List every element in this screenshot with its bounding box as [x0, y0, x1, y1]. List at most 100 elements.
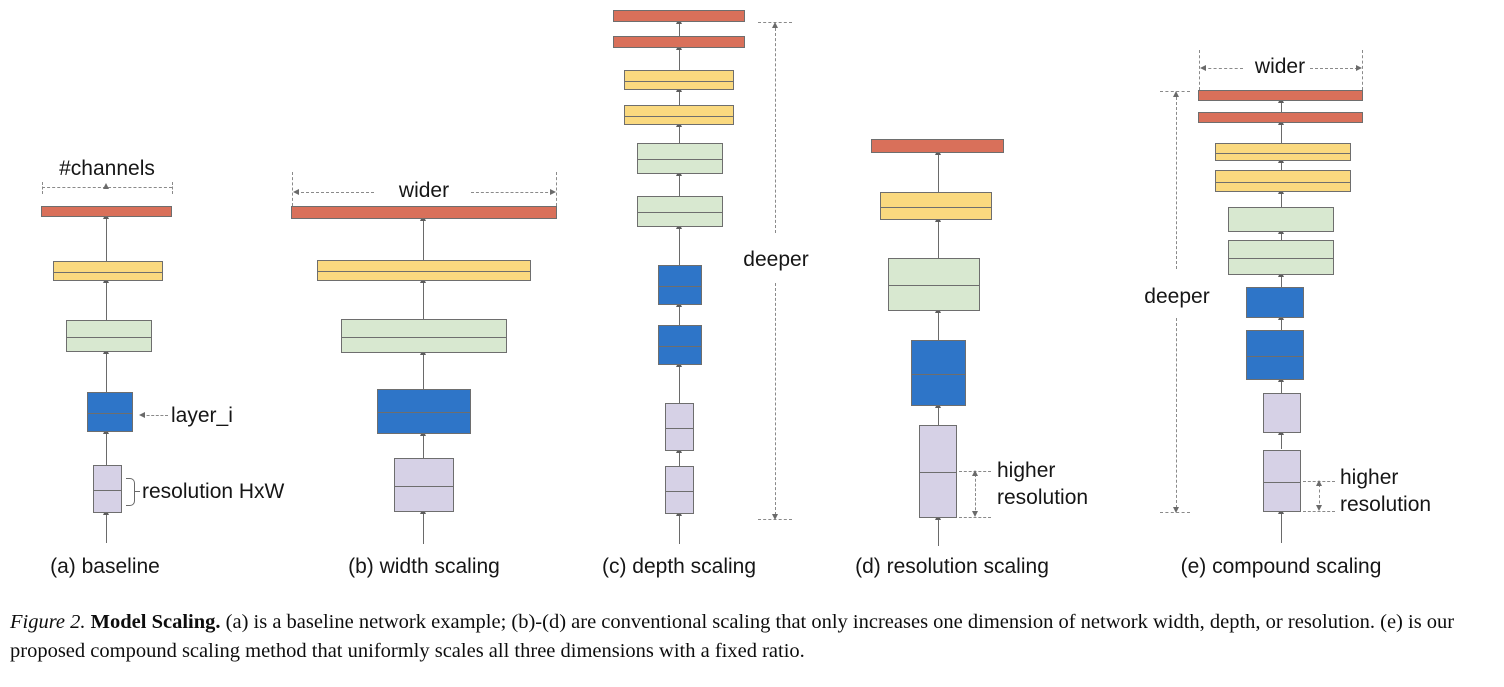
wider-label: wider — [1254, 55, 1306, 78]
layer-i-arrow — [139, 412, 145, 418]
panel-e-layer-blue-block-1 — [1246, 330, 1304, 380]
panel-c-green-block-2 — [637, 143, 723, 174]
connector-purple2-to-blue1 — [1281, 380, 1282, 400]
higher-resolution-label-line1: higher — [997, 459, 1056, 482]
higher-res-line — [975, 474, 976, 515]
panel-a-yellow-block — [53, 261, 163, 281]
connector-blue-to-green — [423, 353, 424, 392]
connector-input-arrow — [106, 513, 107, 543]
panel-e-green-block-1 — [1228, 240, 1334, 275]
panel-d-green-block — [888, 258, 980, 311]
figure-caption-body: (a) is a baseline network example; (b)-(… — [10, 611, 1455, 662]
panel-b-yellow-block — [317, 260, 531, 281]
panel-c-red-block-2 — [613, 10, 745, 22]
connector-input-arrow — [938, 518, 939, 546]
connector-purple1-to-purple2 — [1281, 433, 1282, 449]
panel-c-yellow-block-2 — [624, 70, 734, 90]
panel-b-red-block — [291, 206, 557, 219]
panel-d-input-purple-block — [919, 425, 957, 518]
channels-label: #channels — [59, 157, 155, 180]
higher-res-cap-bottom — [959, 517, 991, 518]
panel-e-red-block-2 — [1198, 90, 1363, 101]
panel-d-red-block — [871, 139, 1004, 153]
wider-arrow-right — [550, 189, 556, 195]
connector-purple-to-blue — [423, 434, 424, 462]
connector-purple-to-blue — [106, 432, 107, 465]
layer-i-label: layer_i — [171, 404, 233, 427]
connector-yellow2-to-red1 — [679, 48, 680, 70]
wider-measure-line-right — [1310, 68, 1358, 69]
connector-yellow-to-red — [938, 153, 939, 196]
connector-yellow-to-red — [106, 217, 107, 261]
panel-a-layer-blue-block — [87, 392, 133, 432]
panel-e-yellow-block-1 — [1215, 170, 1351, 192]
deeper-line-lower — [1176, 318, 1177, 508]
panel-label-d: (d) resolution scaling — [855, 555, 1049, 578]
panel-e-layer-blue-block-2 — [1246, 287, 1304, 318]
deeper-line-lower — [775, 283, 776, 515]
connector-green-to-yellow — [106, 281, 107, 320]
connector-purple2-to-blue1 — [679, 365, 680, 403]
deeper-label: deeper — [1144, 285, 1210, 308]
panel-c-input-purple-block-1 — [665, 466, 694, 514]
resolution-brace — [126, 478, 135, 506]
layer-i-leader-line — [142, 415, 168, 416]
wider-tick-left — [1199, 50, 1200, 90]
panel-b-green-block — [341, 319, 507, 353]
panel-e-input-purple-block-2 — [1263, 393, 1301, 433]
panel-label-a: (a) baseline — [50, 555, 160, 578]
connector-green1-to-green2 — [679, 174, 680, 196]
connector-purple-to-blue — [938, 406, 939, 429]
higher-resolution-label-line2: resolution — [997, 486, 1089, 509]
panel-d-yellow-block — [880, 192, 992, 220]
higher-res-arrow-down — [1316, 505, 1322, 511]
deeper-arrow-up — [1173, 91, 1179, 97]
connector-blue1-to-blue2 — [679, 305, 680, 325]
connector-green-to-yellow — [938, 220, 939, 262]
channels-tick-right — [172, 182, 173, 194]
deeper-line-upper — [1176, 97, 1177, 269]
connector-green1-to-green2 — [1281, 232, 1282, 244]
panel-a-green-block — [66, 320, 152, 352]
panel-c-layer-blue-block-2 — [658, 265, 702, 305]
channels-tick-left — [42, 182, 43, 194]
wider-arrow-left — [293, 189, 299, 195]
wider-measure-line-right — [471, 192, 553, 193]
higher-res-line — [1319, 484, 1320, 509]
figure-number: Figure 2. — [10, 611, 86, 633]
wider-tick-right — [556, 172, 557, 206]
deeper-arrow-up — [772, 22, 778, 28]
connector-red1-to-red2 — [1281, 101, 1282, 114]
deeper-line-upper — [775, 28, 776, 233]
wider-arrow-right — [1356, 65, 1362, 71]
connector-green-to-yellow — [423, 281, 424, 322]
higher-resolution-label-line2: resolution — [1340, 493, 1432, 516]
deeper-arrow-down — [1173, 507, 1179, 513]
wider-tick-left — [292, 172, 293, 206]
deeper-label: deeper — [743, 248, 809, 271]
panel-e-yellow-block-2 — [1215, 143, 1351, 161]
connector-green2-to-yellow1 — [679, 125, 680, 143]
higher-res-arrow-down — [972, 511, 978, 517]
resolution-hxw-label: resolution HxW — [142, 480, 285, 503]
deeper-arrow-down — [772, 514, 778, 520]
panel-a-red-block — [41, 206, 172, 217]
connector-yellow1-to-yellow2 — [1281, 161, 1282, 173]
wider-measure-line-left — [296, 192, 374, 193]
connector-blue1-to-blue2 — [1281, 318, 1282, 334]
connector-green2-to-yellow1 — [1281, 192, 1282, 210]
higher-res-arrow-up — [1316, 480, 1322, 486]
panel-label-b: (b) width scaling — [348, 555, 500, 578]
panel-e-input-purple-block-1 — [1263, 450, 1301, 512]
wider-label: wider — [398, 179, 450, 202]
connector-yellow-to-red — [423, 219, 424, 264]
panel-e-green-block-2 — [1228, 207, 1334, 232]
panel-d-layer-blue-block — [911, 340, 966, 406]
panel-c-input-purple-block-2 — [665, 403, 694, 451]
connector-input-arrow — [1281, 512, 1282, 543]
higher-res-cap-bottom — [1303, 511, 1335, 512]
panel-c-red-block-1 — [613, 36, 745, 48]
connector-blue2-to-green1 — [679, 227, 680, 265]
connector-blue-to-green — [938, 311, 939, 344]
